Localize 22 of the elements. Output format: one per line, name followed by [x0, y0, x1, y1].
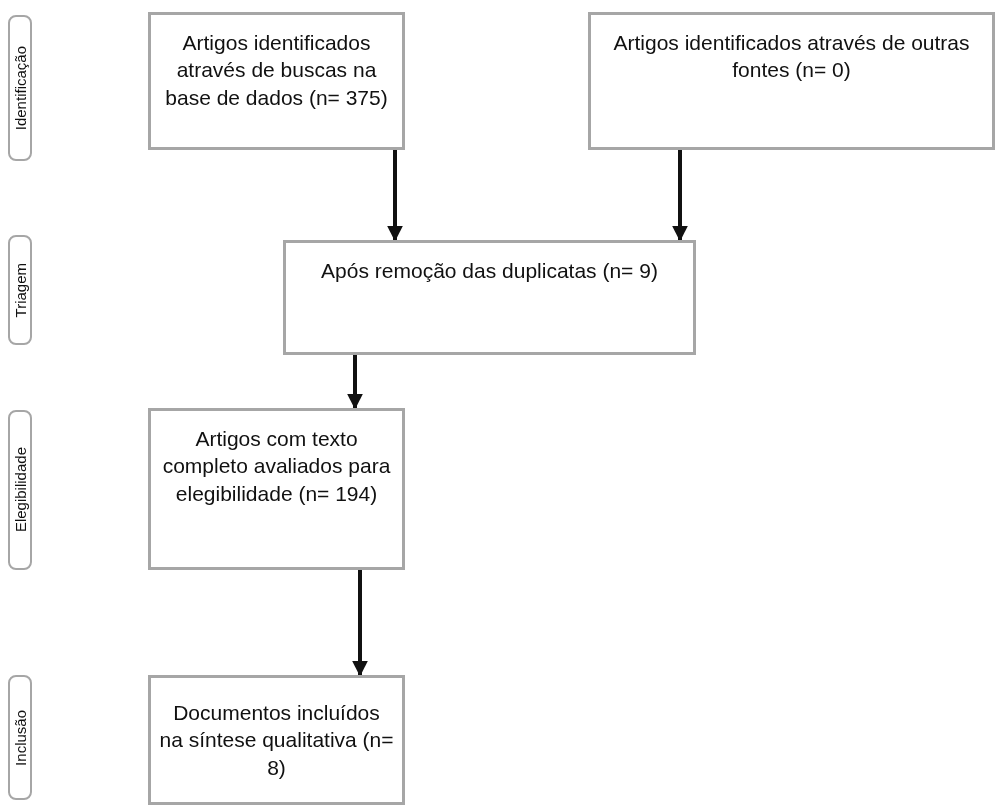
stage-label-box	[8, 15, 32, 161]
process-box	[148, 408, 405, 570]
stage-label: Identificação	[11, 45, 29, 131]
stage-label-box	[8, 675, 32, 800]
arrow	[352, 570, 368, 677]
process-box	[148, 12, 405, 150]
process-box	[283, 240, 696, 355]
process-box	[148, 675, 405, 805]
box-text: Após remoção das duplicatas (n= 9)	[321, 258, 658, 284]
box-text: Artigos identificados através de outras fontes (n= 0)	[612, 30, 971, 84]
arrow	[387, 150, 403, 242]
box-text: Artigos identificados através de buscas na base de dados (n= 375)	[164, 30, 389, 111]
stage-label-box	[8, 235, 32, 345]
box-text: Artigos com texto completo avaliados para elegibilidade (n= 194)	[161, 426, 392, 507]
arrow	[347, 355, 363, 410]
box-text: Documentos incluídos na síntese qualitativa (n= 8)	[159, 700, 394, 781]
arrow	[672, 150, 688, 242]
stage-label: Elegibilidade	[11, 447, 29, 533]
stage-label: Inclusão	[11, 709, 29, 766]
stage-label-box	[8, 410, 32, 570]
stage-label: Triagem	[11, 262, 29, 318]
process-box	[588, 12, 995, 150]
